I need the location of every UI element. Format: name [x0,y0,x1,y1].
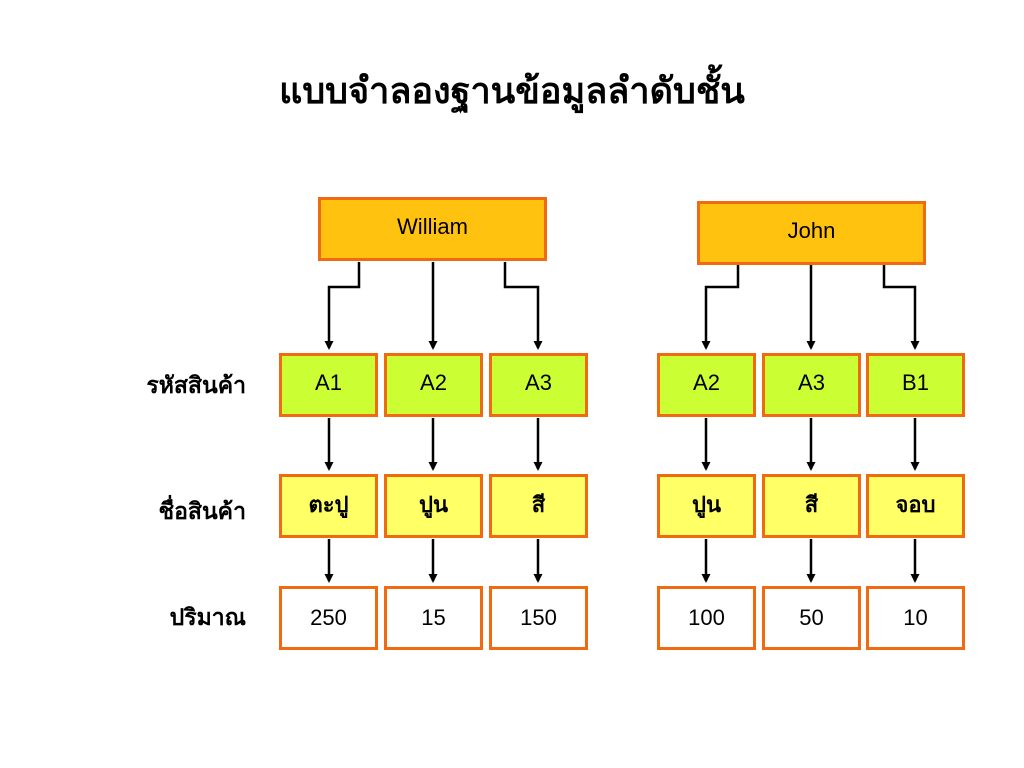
product-name-node: ปูน [657,474,756,538]
product-name-node: ตะปู [279,474,378,538]
code-node: A1 [279,353,378,417]
quantity-node: 50 [762,586,861,650]
code-node: A2 [384,353,483,417]
product-name-node: จอบ [866,474,965,538]
arrow-john-to-b1 [882,265,920,350]
quantity-node: 15 [384,586,483,650]
code-node: B1 [866,353,965,417]
quantity-node: 100 [657,586,756,650]
code-node: A3 [762,353,861,417]
page-title: แบบจำลองฐานข้อมูลลำดับชั้น [279,70,745,112]
product-name-node: ปูน [384,474,483,538]
product-name-node: สี [489,474,588,538]
product-name-node: สี [762,474,861,538]
quantity-node: 10 [866,586,965,650]
parent-node-william: William [318,197,547,261]
code-node: A3 [489,353,588,417]
row-label-quantity: ปริมาณ [169,604,246,631]
row-label-name: ชื่อสินค้า [158,498,247,525]
code-node: A2 [657,353,756,417]
arrow-william-to-a3 [503,262,543,350]
parent-node-john: John [697,201,926,265]
quantity-node: 250 [279,586,378,650]
quantity-node: 150 [489,586,588,650]
row-label-code: รหัสสินค้า [146,372,246,399]
arrow-john-to-a2 [701,265,740,350]
arrow-william-to-a1 [324,262,361,350]
